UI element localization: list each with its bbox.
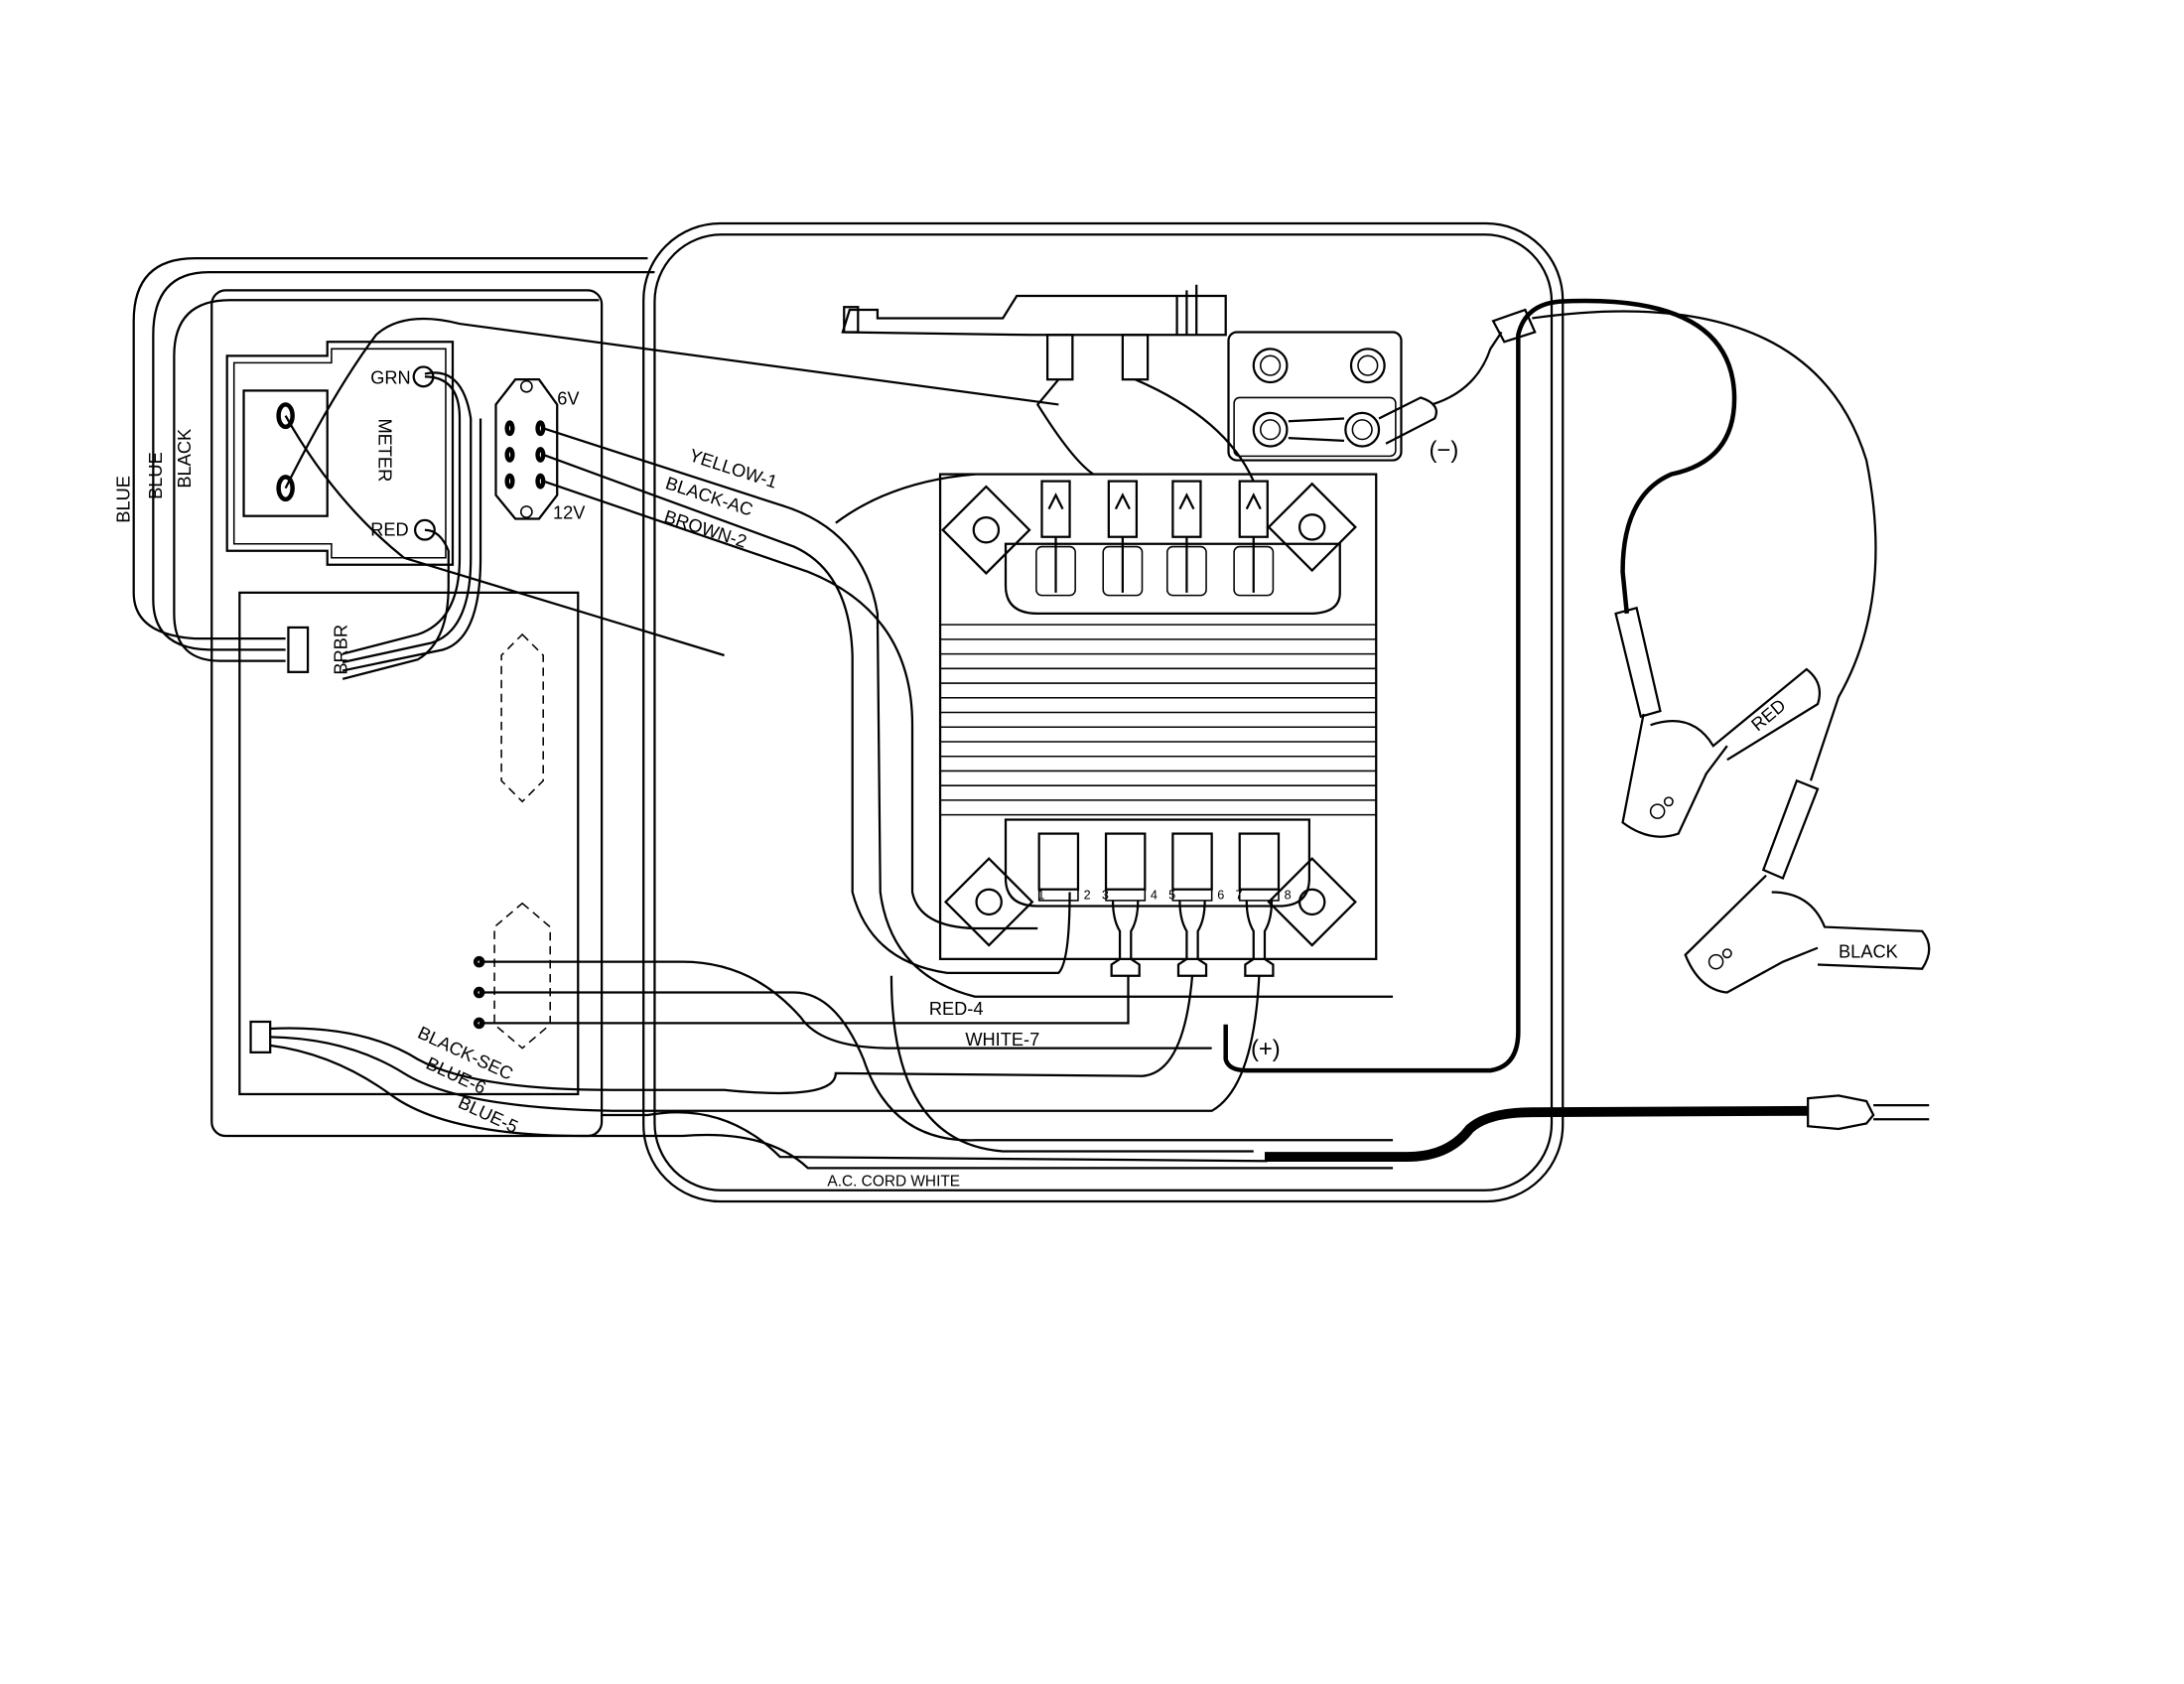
black-wire-label: BLACK [174,429,195,489]
brbr-label: BRBR [330,625,350,675]
grn-label: GRN [370,366,410,387]
transformer-bottom-terminal [1104,832,1147,977]
output-cables [1223,298,1877,1073]
red-4-label: RED-4 [929,998,984,1019]
terminal-number: 3 [1102,889,1109,903]
terminal-number: 6 [1217,889,1224,903]
meter-harness-wires [132,256,655,680]
transformer-top-terminal [1102,480,1144,597]
brbr-connector [287,626,310,673]
blue-wire-label-1: BLUE [112,476,133,523]
terminal-number: 8 [1285,889,1292,903]
front-panel [210,289,604,1138]
12v-label: 12V [553,501,586,522]
grn-terminal [412,365,435,388]
positive-terminal-label: (+) [1251,1036,1281,1062]
transformer-bottom-terminal [1171,832,1213,977]
black-clamp-label: BLACK [1839,940,1898,961]
terminal-number: 5 [1168,889,1175,903]
red-clamp [1614,606,1822,838]
transformer [938,473,1378,977]
black-clamp [1684,778,1931,994]
terminal-number: 4 [1151,889,1158,903]
circuit-breaker-outline [493,632,551,1050]
terminal-number: 7 [1236,889,1243,903]
terminal-number: 1 [1037,889,1044,903]
secondary-wires [249,955,1394,1170]
transformer-top-terminal [1233,480,1275,597]
negative-terminal-label: (−) [1430,437,1459,464]
red-terminal [413,518,436,541]
transformer-top-terminal [1035,480,1076,597]
blue-wire-label-2: BLUE [145,452,166,499]
switch-wires [542,427,1394,998]
6v-label: 6V [557,387,580,408]
voltage-selector-switch [494,378,559,520]
rectifier-heat-sink [841,284,1503,483]
charger-housing [642,221,1565,1203]
meter [225,318,1059,657]
transformer-bottom-terminal [1238,832,1281,977]
meter-label: METER [375,418,396,482]
white-7-label: WHITE-7 [965,1029,1039,1050]
terminal-number: 2 [1084,889,1091,903]
ac-cord-white-label: A.C. CORD WHITE [827,1174,960,1191]
transformer-top-terminal [1165,480,1207,597]
transformer-bottom-terminal [1037,832,1080,902]
ac-power-cord [1264,1094,1930,1163]
red-clamp-label: RED [1747,694,1790,735]
red-terminal-label: RED [370,518,408,539]
